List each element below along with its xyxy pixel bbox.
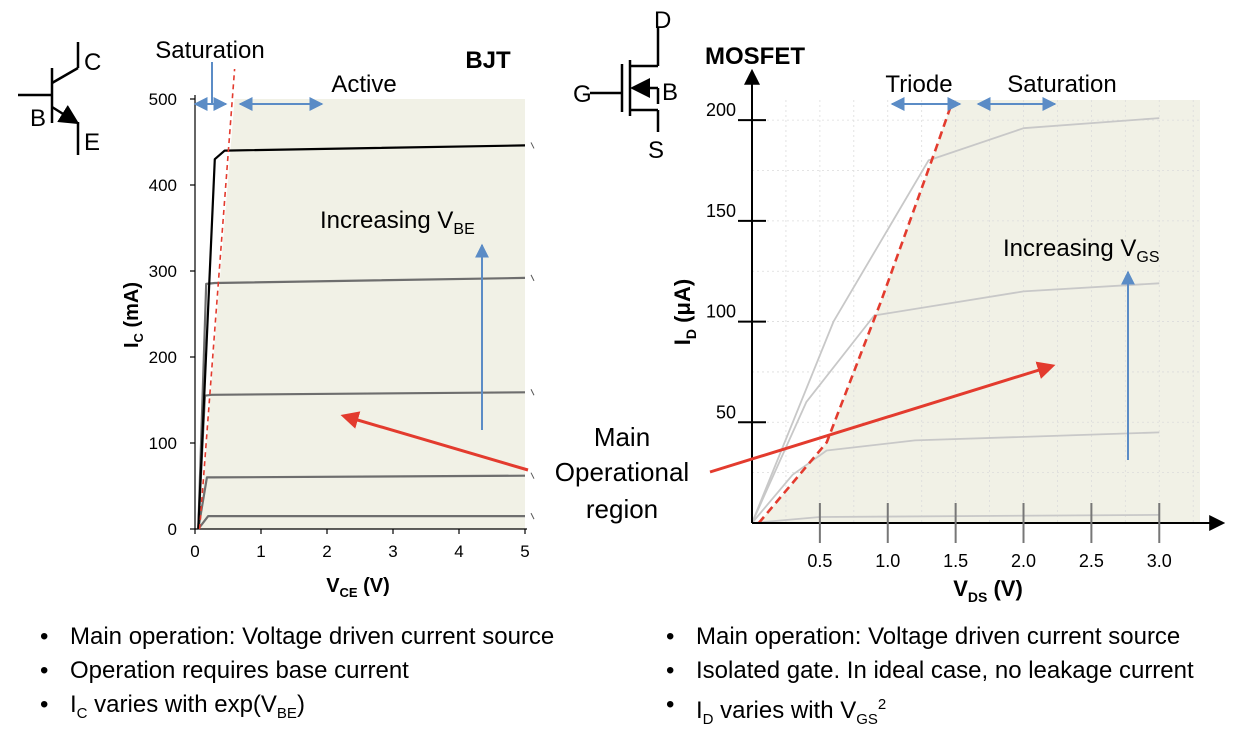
bjt-label-b: B [30,105,46,132]
mosfet-chart: 50 100 150 200 0.5 1.0 1.5 2.0 2.5 3.0 MOSFET Tri… [670,43,1226,605]
bjt-x-tick-label: 3 [388,542,397,561]
bjt-saturation-boundary [198,68,236,530]
mosfet-x-tick-label: 0.5 [807,551,832,571]
mosfet-x-tick-label: 2.0 [1011,551,1036,571]
mosfet-saturation-label: Saturation [1007,71,1116,98]
annotation-line-2: Operational [555,457,689,487]
mosfet-increasing-label: Increasing VGS [1003,235,1160,266]
mosfet-label-g: G [573,81,592,108]
bjt-title: BJT [465,47,511,74]
mosfet-bullet-1-text: Main operation: Voltage driven current s… [696,623,1181,650]
bjt-saturation-label: Saturation [155,37,264,64]
mosfet-title: MOSFET [705,43,805,70]
annotation-arrow-mosfet [709,361,1056,474]
bjt-label-c: C [84,49,101,76]
mosfet-saturation-region [758,100,1200,523]
bjt-yaxis-label: IC (mA) [121,282,146,348]
bjt-curve-end-tick [530,274,535,282]
mosfet-y-tick-label: 200 [706,100,736,120]
bjt-bullet-2: Operation requires base current [40,654,554,688]
mosfet-yaxis-label: ID (μA) [670,279,699,345]
bjt-bullet-1: Main operation: Voltage driven current s… [40,620,554,654]
bjt-bullet-list: Main operation: Voltage driven current s… [40,620,554,731]
bjt-curve-end-tick [530,389,535,396]
bjt-y-tick-label: 100 [149,434,177,453]
bjt-plot-area: 0 100 200 300 400 500 0 1 2 3 4 5 [149,68,535,561]
mosfet-symbol [590,28,660,132]
mosfet-y-tick-label: 150 [706,201,736,221]
bjt-curve-end-tick [530,512,535,520]
mosfet-bullet-1: Main operation: Voltage driven current s… [666,620,1194,654]
bjt-chart: 0 100 200 300 400 500 0 1 2 3 4 5 BJT Saturation Ac… [121,37,535,600]
bjt-y-tick-label: 500 [149,90,177,109]
mosfet-plot-area: 50 100 150 200 0.5 1.0 1.5 2.0 2.5 3.0 [706,68,1226,571]
bjt-x-tick-label: 1 [256,542,265,561]
mosfet-plot-group: 50 100 150 200 0.5 1.0 1.5 2.0 2.5 3.0 [706,68,1226,571]
mosfet-label-d: D [654,7,671,34]
mosfet-label-b: B [662,79,678,106]
bjt-collector-diag [51,66,79,85]
mosfet-bullet-2: Isolated gate. In ideal case, no leakage… [666,654,1194,688]
bjt-x-tick-label: 5 [520,542,529,561]
operational-region-annotation: Main Operational region [340,361,1056,524]
mosfet-bullet-3: ID varies with VGS2 [666,688,1194,737]
bjt-emitter-diag [51,105,80,125]
bjt-curve-end-tick [530,472,535,479]
bjt-plot-group: 0 100 200 300 400 500 0 1 2 3 4 5 [149,68,535,561]
mosfet-x-tick-label: 2.5 [1079,551,1104,571]
mosfet-bullet-list: Main operation: Voltage driven current s… [666,620,1194,737]
bjt-x-tick-label: 4 [454,542,463,561]
mosfet-label-s: S [648,137,664,164]
mosfet-triode-label: Triode [885,71,952,98]
annotation-line-3: region [586,494,658,524]
bjt-xaxis-label: VCE (V) [326,575,390,600]
bjt-curve-5 [197,144,526,530]
mosfet-curve-2 [751,431,1160,524]
bjt-active-label: Active [331,71,396,98]
mosfet-x-tick-label: 1.0 [875,551,900,571]
bjt-y-tick-label: 200 [149,348,177,367]
annotation-line-1: Main [594,422,650,452]
mosfet-saturation-boundary [757,99,955,524]
mosfet-y-tick-label: 100 [706,302,736,322]
bjt-curve-2 [197,474,526,530]
bjt-x-tick-label: 2 [322,542,331,561]
bjt-label-e: E [84,129,100,156]
bjt-x-tick-label: 0 [190,542,199,561]
mosfet-y-tick-label: 50 [716,402,736,422]
mosfet-bullet-2-text: Isolated gate. In ideal case, no leakage… [696,657,1194,684]
bjt-increasing-label: Increasing VBE [320,207,475,238]
bjt-symbol [18,42,80,155]
bjt-bullet-2-text: Operation requires base current [70,657,409,684]
bjt-bullet-1-text: Main operation: Voltage driven current s… [70,623,555,650]
bjt-curve-end-tick [530,142,535,149]
bjt-curve-4 [197,276,526,530]
mosfet-curve-4 [751,117,1160,524]
bjt-y-tick-label: 0 [168,520,177,539]
bjt-active-region [199,99,525,529]
bjt-y-tick-label: 400 [149,176,177,195]
mosfet-x-tick-label: 1.5 [943,551,968,571]
mosfet-xaxis-label: VDS (V) [953,576,1023,605]
bjt-y-tick-label: 300 [149,262,177,281]
mosfet-x-tick-label: 3.0 [1147,551,1172,571]
bjt-curve-1 [197,515,525,530]
bjt-bullet-3: IC varies with exp(VBE) [40,688,554,731]
annotation-arrow-bjt [340,411,529,472]
